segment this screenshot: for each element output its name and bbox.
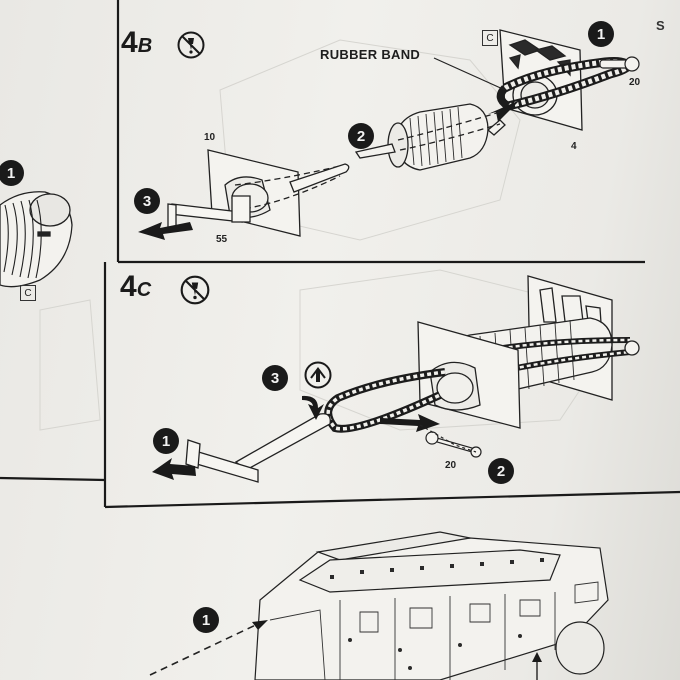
rubber-band-leader bbox=[433, 57, 506, 91]
insert-arrow-4b bbox=[488, 100, 520, 122]
part-number-4: 4 bbox=[571, 141, 577, 152]
pull-arrow-4b bbox=[138, 222, 193, 240]
callout-4c-1: 1 bbox=[153, 428, 179, 454]
callout-4b-3: 3 bbox=[134, 188, 160, 214]
part-number-20-bottom: 20 bbox=[445, 460, 457, 471]
callout-left-1: 1 bbox=[0, 160, 24, 186]
left-engine-part bbox=[0, 191, 73, 288]
motor-spool-4b bbox=[354, 103, 506, 171]
step-4b-number: 4 bbox=[121, 26, 138, 59]
boxed-label-c-top: C bbox=[482, 30, 498, 46]
crank-handle-4c bbox=[185, 413, 331, 483]
vehicle-body bbox=[254, 531, 609, 680]
insert-arrow-4c bbox=[380, 414, 440, 432]
twist-arrow-4c bbox=[302, 395, 324, 420]
step-4b-letter: B bbox=[137, 35, 152, 57]
step-4c-letter: C bbox=[136, 279, 151, 301]
no-glue-icon bbox=[180, 275, 210, 305]
up-arrow-vehicle bbox=[532, 652, 542, 680]
pin-20-4c bbox=[419, 424, 482, 458]
bulkhead-10 bbox=[207, 149, 341, 237]
step-4b-label: 4B bbox=[121, 26, 152, 60]
bulkhead-4c-front bbox=[417, 321, 521, 429]
part-number-20-top: 20 bbox=[629, 77, 641, 88]
callout-4c-2: 2 bbox=[488, 458, 514, 484]
callout-4c-3: 3 bbox=[262, 365, 288, 391]
part-number-55: 55 bbox=[216, 234, 228, 245]
rubber-band-label: RUBBER BAND bbox=[320, 47, 421, 62]
glue-arrows-icon bbox=[304, 361, 332, 389]
no-glue-icon bbox=[177, 31, 205, 59]
insert-arrow-vehicle bbox=[252, 620, 268, 630]
boxed-label-c-left: C bbox=[20, 285, 36, 301]
panel-frame bbox=[0, 0, 680, 509]
edge-text: S bbox=[656, 18, 665, 33]
rubber-loop-4c bbox=[324, 368, 446, 433]
crank-handle-4b bbox=[167, 163, 350, 231]
callout-4b-1: 1 bbox=[588, 21, 614, 47]
step-4c-number: 4 bbox=[120, 270, 137, 303]
pull-arrow-4c bbox=[152, 458, 196, 480]
insert-dashed-leader bbox=[149, 621, 263, 676]
callout-vehicle-1: 1 bbox=[193, 607, 219, 633]
pin-20-4b bbox=[599, 56, 640, 72]
step-4c-label: 4C bbox=[120, 270, 151, 304]
part-number-10: 10 bbox=[204, 132, 216, 143]
callout-4b-2: 2 bbox=[348, 123, 374, 149]
